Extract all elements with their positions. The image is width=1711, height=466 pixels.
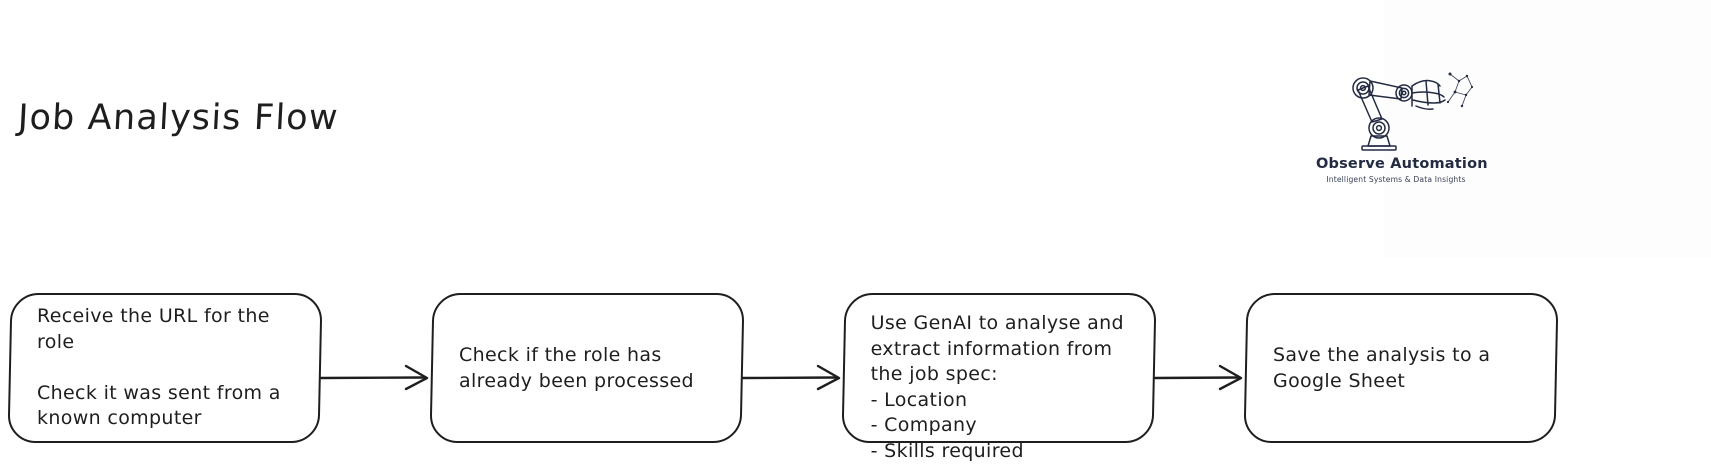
flow-node-genai-analysis[interactable]: Use GenAI to analyse and extract informa… xyxy=(841,293,1157,462)
flow-node-text: Check if the role has already been proce… xyxy=(459,343,694,392)
flow-node-receive-url[interactable]: Receive the URL for the role Check it wa… xyxy=(7,293,323,443)
flow-node-save-google-sheet[interactable]: Save the analysis to a Google Sheet xyxy=(1243,293,1559,443)
connector-arrow-node3-to-node4 xyxy=(1153,364,1243,391)
brand-logo: Observe Automation Intelligent Systems &… xyxy=(1316,62,1488,184)
page-title: Job Analysis Flow xyxy=(16,98,340,138)
robotic-arm-icon xyxy=(1352,72,1474,151)
flow-node-check-processed[interactable]: Check if the role has already been proce… xyxy=(429,293,745,443)
logo-name: Observe Automation xyxy=(1316,156,1488,172)
flow-node-text: Use GenAI to analyse and extract informa… xyxy=(870,312,1124,462)
connector-arrow-node2-to-node3 xyxy=(741,364,841,391)
flow-node-text: Save the analysis to a Google Sheet xyxy=(1273,343,1491,392)
connector-arrow-node1-to-node2 xyxy=(319,364,429,391)
logo-tagline: Intelligent Systems & Data Insights xyxy=(1326,175,1466,184)
flow-node-text: Receive the URL for the role Check it wa… xyxy=(37,305,281,430)
